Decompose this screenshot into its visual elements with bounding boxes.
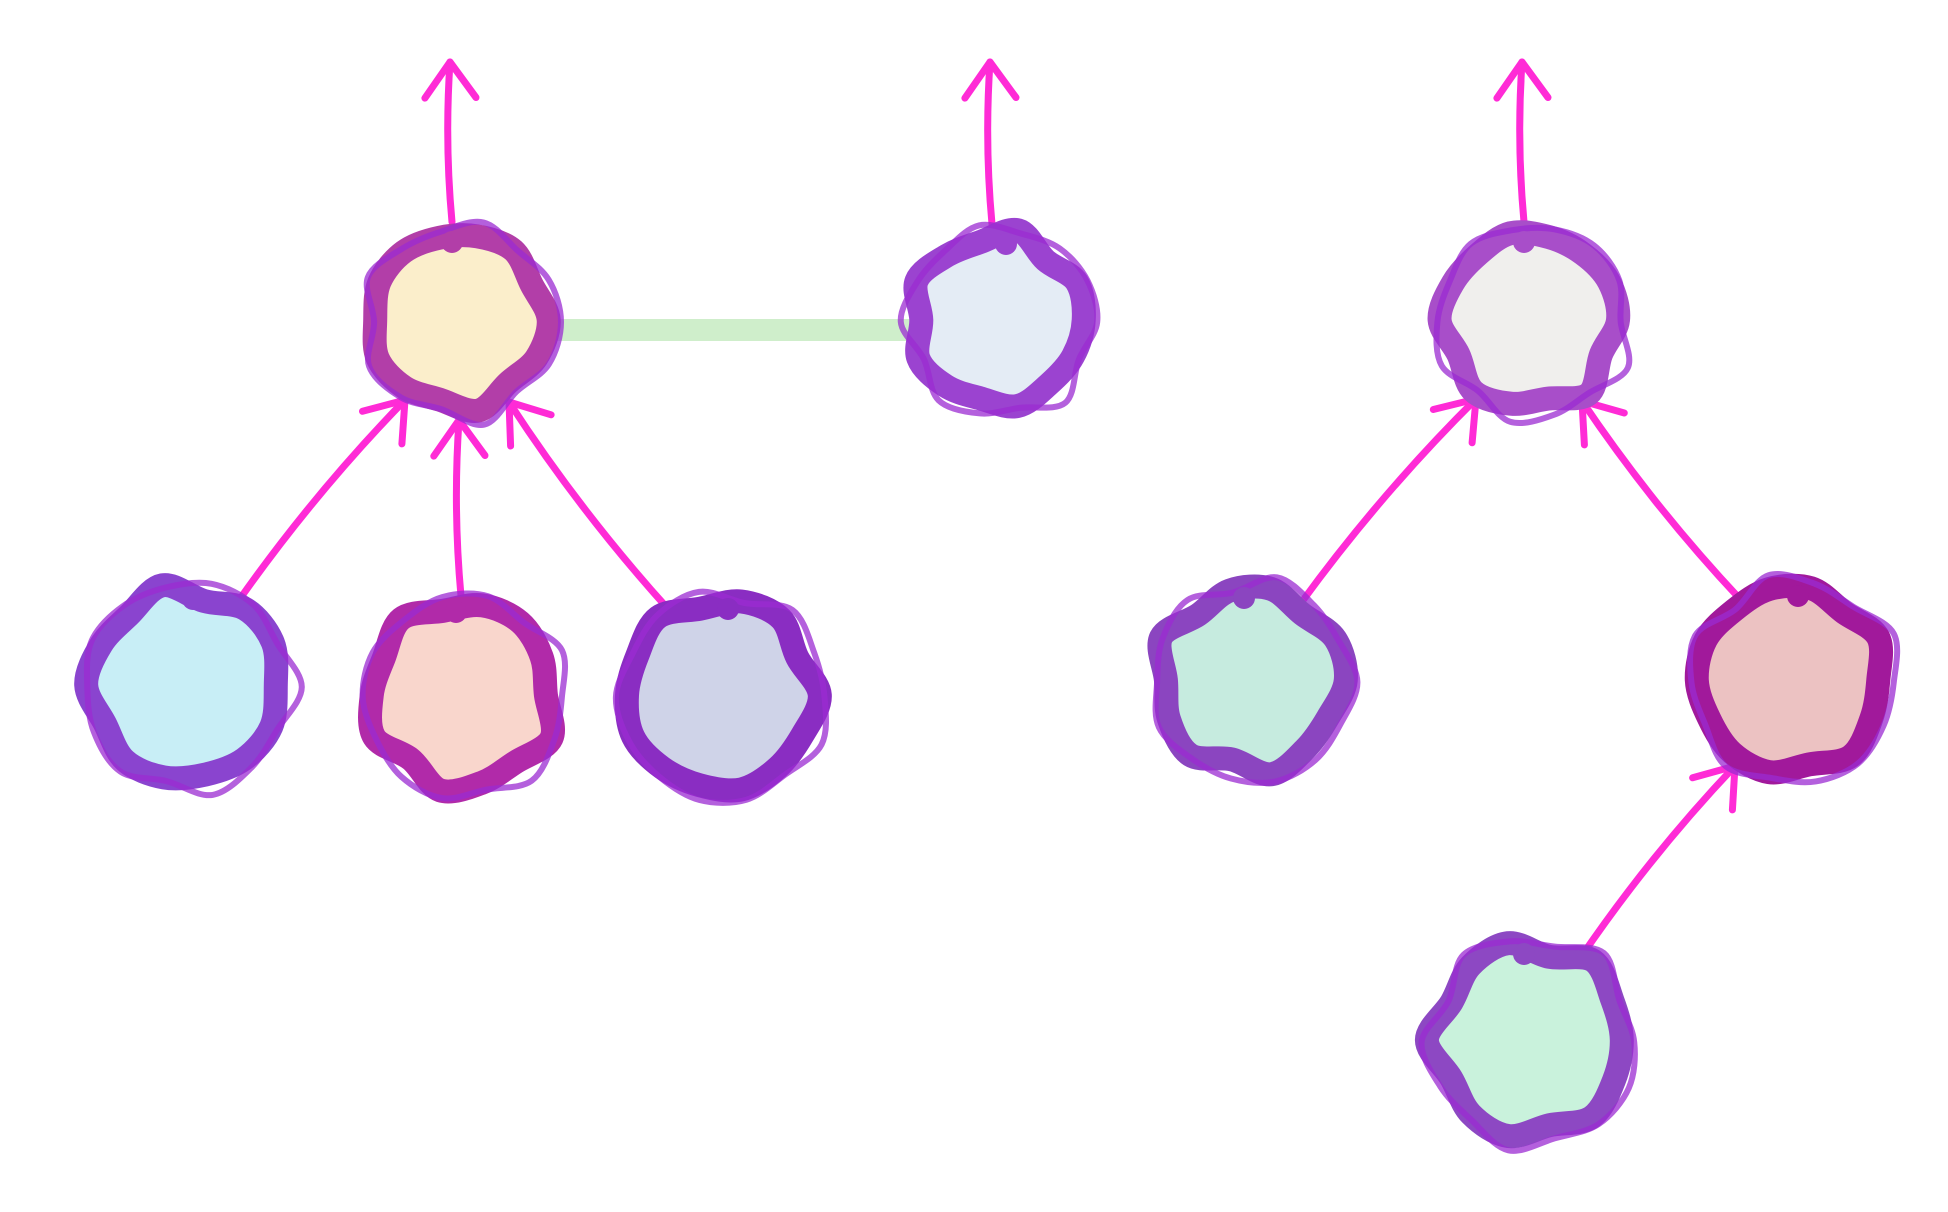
arrow-up-n1: [421, 58, 480, 226]
node-outline: [1152, 574, 1361, 786]
arrow-n6-n1: [505, 398, 674, 615]
arrow-n8-n3: [1578, 397, 1744, 603]
node-ring: [614, 589, 832, 803]
node-outline: [359, 590, 569, 802]
arrow-up-n1-head: [421, 58, 480, 102]
node-n9: [1414, 931, 1638, 1154]
node-n8: [1684, 571, 1901, 786]
arrow-n6-n1-shaft: [505, 398, 674, 615]
node-outline: [1433, 224, 1633, 427]
arrow-up-n1-shaft: [444, 58, 456, 226]
node-fill: [1155, 582, 1351, 779]
node-fill: [622, 597, 825, 795]
arrow-n4-n1-shaft: [233, 396, 409, 607]
node-knob: [1787, 585, 1809, 607]
arrow-up-n3-shaft: [1516, 58, 1528, 226]
node-ring: [1684, 573, 1894, 785]
node-knob: [445, 601, 467, 623]
node-fill: [81, 580, 281, 783]
node-knob: [1513, 231, 1535, 253]
arrow-up-n2-shaft: [984, 58, 996, 228]
node-n6: [612, 588, 832, 806]
arrow-up-n2: [961, 58, 1020, 228]
node-fill: [1422, 938, 1626, 1141]
arrow-up-n2-head: [961, 58, 1020, 102]
arrow-n4-n1: [233, 396, 409, 607]
node-knob: [1513, 943, 1535, 965]
node-knob: [717, 598, 739, 620]
nodes-layer: [74, 217, 1901, 1154]
node-knob: [995, 233, 1017, 255]
node-outline: [1418, 938, 1638, 1154]
node-fill: [1435, 228, 1623, 408]
arrow-up-n3: [1493, 58, 1552, 226]
node-ring: [1414, 931, 1634, 1149]
node-knob: [1233, 587, 1255, 609]
node-outline: [83, 579, 305, 799]
arrow-n7-n3-shaft: [1297, 395, 1480, 607]
node-n2: [897, 217, 1101, 419]
node-knob: [182, 588, 204, 610]
node-n4: [74, 573, 305, 799]
node-n1: [362, 218, 564, 428]
arrow-n7-n3: [1297, 395, 1480, 607]
arrow-n9-n8-shaft: [1577, 762, 1739, 961]
node-outline: [1687, 571, 1901, 786]
node-n3: [1427, 220, 1633, 427]
node-n7: [1147, 574, 1361, 787]
arrow-up-n3-head: [1493, 58, 1552, 102]
arrow-n9-n8: [1577, 762, 1739, 961]
node-fill: [1692, 581, 1886, 777]
arrows-layer: [233, 58, 1744, 961]
node-outline: [897, 221, 1101, 417]
node-outline: [612, 588, 830, 806]
node-n5: [358, 590, 569, 804]
arrow-n5-n1-shaft: [452, 416, 465, 600]
arrow-n5-n1: [430, 416, 489, 600]
node-outline: [363, 218, 564, 428]
arrow-n8-n3-shaft: [1578, 397, 1744, 603]
node-ring: [903, 217, 1096, 419]
node-ring: [1147, 574, 1358, 787]
node-knob: [441, 231, 463, 253]
node-ring: [358, 593, 566, 804]
